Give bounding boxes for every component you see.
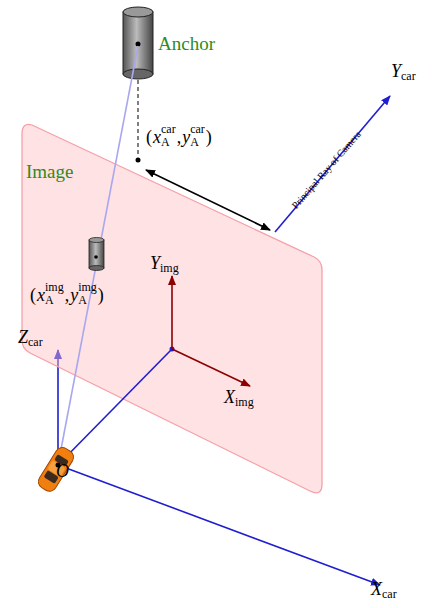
axis-label: X [224, 388, 235, 406]
plane-title: Image [26, 162, 73, 181]
car-icon [36, 445, 76, 494]
axis-label: y [182, 128, 190, 146]
axis-label: car [28, 336, 43, 348]
x-img-axis [172, 349, 250, 386]
axis-label: X [371, 580, 382, 598]
distance-arrow [146, 170, 270, 230]
image-center [170, 347, 175, 352]
axis-label: ) [206, 128, 212, 146]
y-car-axis [275, 96, 390, 232]
axis-label: Anchor [158, 34, 215, 53]
axis-label: O [56, 462, 69, 480]
projection-dot [136, 158, 141, 163]
axis-label: , [65, 286, 70, 304]
image-plane: Image [20, 122, 326, 500]
axis-label: img [235, 396, 254, 408]
y-img-axis [171, 276, 173, 349]
axis-label: img [78, 281, 97, 293]
projection-line [138, 80, 139, 157]
axis-label: x [37, 286, 45, 304]
sight-line [58, 46, 138, 465]
axis-label: car [382, 588, 397, 600]
axis-label: Y [150, 254, 160, 272]
principal-ray [58, 349, 172, 465]
axis-label: car [161, 123, 176, 135]
axis-label: A [78, 294, 87, 306]
axis-label: y [70, 286, 78, 304]
x-car-axis [58, 465, 380, 585]
ray-label: Principal Ray of Camera [291, 129, 364, 210]
axis-label: img [160, 262, 179, 274]
axis-label: ( [30, 286, 36, 304]
axis-label: car [401, 70, 416, 82]
axis-label: ) [98, 286, 104, 304]
axis-label: car [190, 123, 205, 135]
axis-label: Y [391, 62, 401, 80]
axis-label: A [190, 136, 199, 148]
axis-label: ( [146, 128, 152, 146]
anchor-image-cylinder [89, 238, 104, 271]
axis-label: x [153, 128, 161, 146]
axis-label: A [161, 136, 170, 148]
axis-label: A [45, 294, 54, 306]
axis-label: Z [18, 328, 28, 346]
axis-label: , [177, 128, 182, 146]
axis-label: img [45, 281, 64, 293]
anchor-cylinder [123, 7, 153, 79]
